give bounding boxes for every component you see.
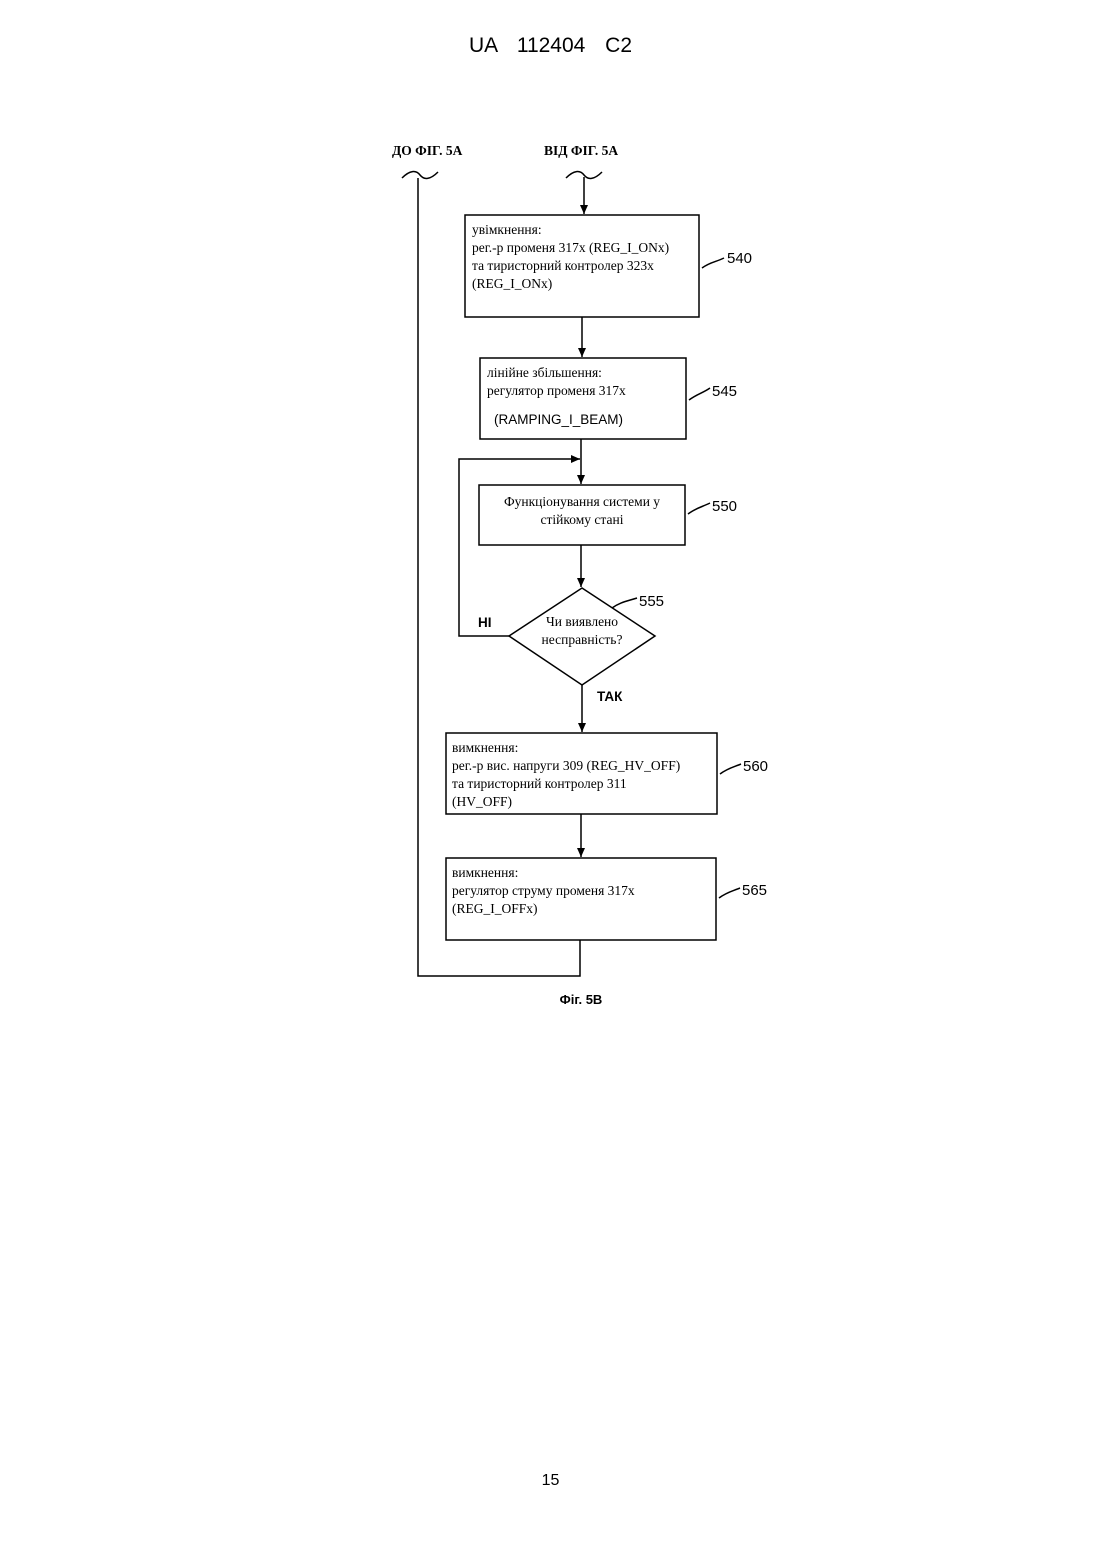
ref-565: 565 [742, 882, 767, 899]
figure-caption: Фіг. 5B [560, 992, 603, 1007]
step-540-line-3: та тиристорний контролер 323x [472, 258, 654, 273]
decision-555-line-1: Чи виявлено [546, 614, 618, 629]
step-545-line-3: (RAMPING_I_BEAM) [494, 412, 623, 427]
break-mark-left [402, 172, 438, 179]
decision-555: Чи виявлено несправність? 555 [509, 588, 664, 685]
step-565-line-3: (REG_I_OFFx) [452, 901, 538, 916]
ref-540: 540 [727, 250, 752, 267]
leader-545 [689, 388, 710, 400]
leader-565 [719, 888, 740, 898]
leader-550 [688, 503, 710, 514]
offpage-label-from-fig5a: ВІД ФІГ. 5А [544, 143, 618, 158]
step-560-line-4: (HV_OFF) [452, 794, 512, 809]
leader-555 [612, 598, 637, 608]
step-550-line-2: стійкому стані [541, 512, 624, 527]
step-545-line-1: лінійне збільшення: [487, 365, 602, 380]
step-560: вимкнення: рег.-р вис. напруги 309 (REG_… [446, 733, 768, 814]
step-540-line-1: увімкнення: [472, 222, 542, 237]
step-545: лінійне збільшення: регулятор променя 31… [480, 358, 737, 439]
ref-560: 560 [743, 758, 768, 775]
step-565-line-1: вимкнення: [452, 865, 518, 880]
leader-540 [702, 258, 724, 268]
ref-555: 555 [639, 593, 664, 610]
step-560-line-3: та тиристорний контролер 311 [452, 776, 627, 791]
step-540: увімкнення: рег.-р променя 317x (REG_I_O… [465, 215, 752, 317]
ref-545: 545 [712, 383, 737, 400]
ref-550: 550 [712, 498, 737, 515]
leader-560 [720, 764, 741, 774]
decision-yes-label: ТАК [597, 689, 623, 704]
page-number: 15 [0, 1472, 1101, 1490]
step-560-line-1: вимкнення: [452, 740, 518, 755]
step-540-line-4: (REG_I_ONx) [472, 276, 552, 291]
step-545-line-2: регулятор променя 317x [487, 383, 626, 398]
decision-555-line-2: несправність? [542, 632, 623, 647]
decision-no-label: НІ [478, 615, 492, 630]
step-540-line-2: рег.-р променя 317x (REG_I_ONx) [472, 240, 669, 255]
offpage-label-to-fig5a: ДО ФІГ. 5А [392, 143, 463, 158]
step-565-line-2: регулятор струму променя 317x [452, 883, 635, 898]
step-565: вимкнення: регулятор струму променя 317x… [446, 858, 767, 940]
step-550: Функціонування системи у стійкому стані … [479, 485, 737, 545]
step-550-line-1: Функціонування системи у [504, 494, 660, 509]
step-560-line-2: рег.-р вис. напруги 309 (REG_HV_OFF) [452, 758, 680, 773]
